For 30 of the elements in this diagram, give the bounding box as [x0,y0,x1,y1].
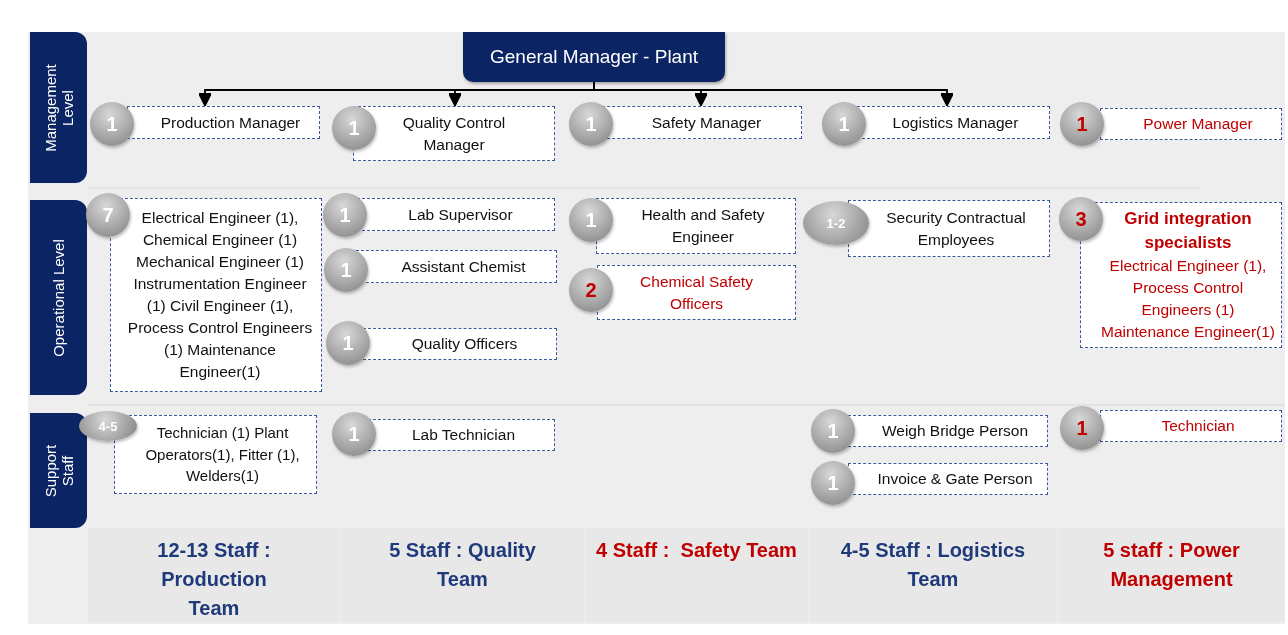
role-title: Weigh Bridge Person [881,421,1029,441]
role-title: Health and Safety Engineer [640,205,766,247]
role-title: Quality Control Manager [401,112,507,155]
role-title: Logistics Manager [892,112,1019,133]
role-title: Lab Supervisor [408,204,513,225]
role-title: Production Manager [160,112,301,133]
role-title: Chemical Safety Officers [639,271,754,314]
role-title: Power Manager [1143,114,1253,134]
role-title: Assistant Chemist [401,256,526,277]
role-title: Security Contractual Employees [885,207,1027,250]
role-title: Invoice & Gate Person [877,469,1033,489]
role-title: Lab Technician [411,425,516,445]
role-title: Technician (1) Plant Operators(1), Fitter (1), Welders(1) [144,422,301,487]
level-band [30,200,87,395]
team-summary-cell: 5 staff : Power Management [1058,528,1285,622]
role-heading: Grid integration specialists [1123,207,1253,254]
level-label: Operational Level [49,237,68,359]
role-title: Electrical Engineer (1), Process Control Engineers (1) Maintenance Engineer(1) [1099,256,1277,343]
team-summary-cell: 5 Staff : Quality Team [341,528,584,622]
team-summary-cell: 4-5 Staff : Logistics Team [809,528,1057,622]
role-title: Safety Manager [651,112,762,133]
team-summary-cell: 12-13 Staff : Production Team [88,528,340,622]
level-band [30,413,87,528]
role-title: Quality Officers [411,334,518,354]
level-label: Management Level [41,62,76,154]
manager-box: General Manager - Plant [463,32,725,82]
level-band [30,32,87,183]
team-summary-cell: 4 Staff : Safety Team [585,528,808,622]
level-label: Support Staff [41,443,76,499]
role-title: Technician [1161,416,1235,436]
